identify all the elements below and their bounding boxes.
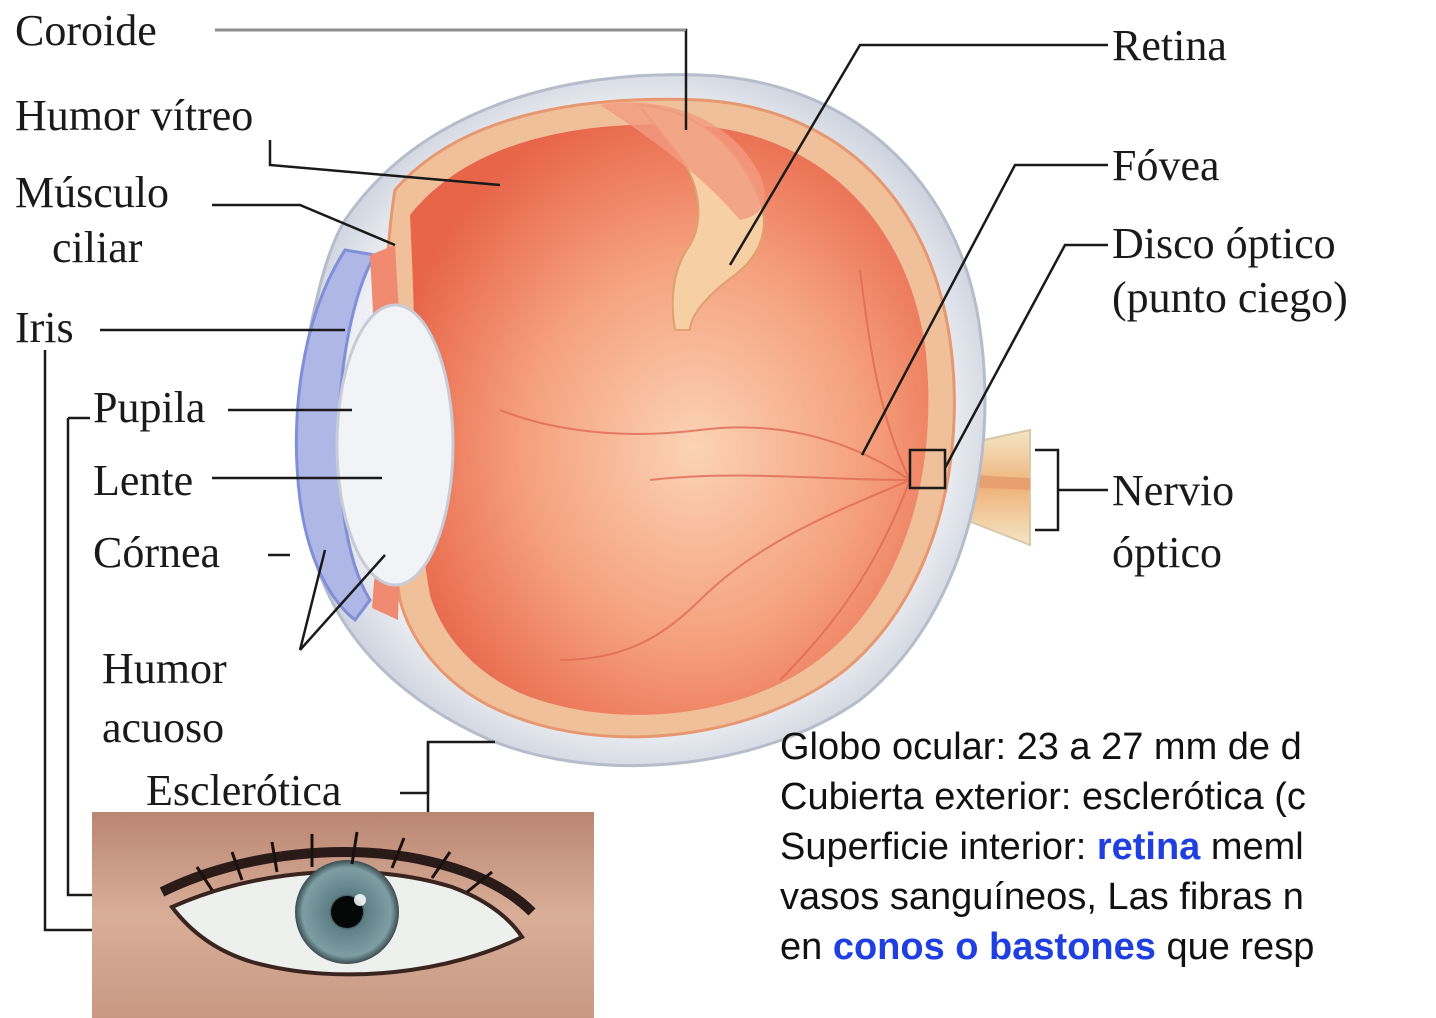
note-line-5-text: en bbox=[780, 926, 833, 968]
label-disco-optico: Disco óptico bbox=[1112, 219, 1336, 268]
eye-notes: Globo ocular: 23 a 27 mm de d Cubierta e… bbox=[780, 722, 1436, 972]
label-acuoso: acuoso bbox=[102, 703, 224, 752]
note-line-3-text: Superficie interior: bbox=[780, 826, 1097, 868]
eye-photo-illustration bbox=[92, 812, 594, 1018]
label-lente: Lente bbox=[93, 456, 193, 505]
label-fovea: Fóvea bbox=[1112, 141, 1220, 190]
label-retina: Retina bbox=[1112, 21, 1227, 70]
note-line-1: Globo ocular: 23 a 27 mm de d bbox=[780, 722, 1436, 772]
note-highlight-conos-bastones: conos o bastones bbox=[833, 926, 1156, 968]
note-line-4: vasos sanguíneos, Las fibras n bbox=[780, 872, 1436, 922]
label-iris: Iris bbox=[15, 303, 74, 352]
note-line-3-tail: meml bbox=[1200, 826, 1303, 868]
note-line-5-tail: que resp bbox=[1156, 926, 1314, 968]
note-line-2: Cubierta exterior: esclerótica (c bbox=[780, 772, 1436, 822]
label-punto-ciego: (punto ciego) bbox=[1112, 273, 1348, 322]
note-line-5: en conos o bastones que resp bbox=[780, 922, 1436, 972]
label-musculo: Músculo bbox=[15, 168, 169, 217]
lens-shape bbox=[337, 305, 453, 585]
label-optico: óptico bbox=[1112, 528, 1222, 577]
label-pupila: Pupila bbox=[93, 383, 205, 432]
label-esclerotica: Esclerótica bbox=[146, 766, 341, 815]
label-ciliar: ciliar bbox=[52, 223, 143, 272]
label-coroide: Coroide bbox=[15, 6, 157, 55]
label-humor-vitreo: Humor vítreo bbox=[15, 91, 253, 140]
eye-photo-inset bbox=[92, 812, 594, 1018]
label-cornea: Córnea bbox=[93, 528, 220, 577]
label-nervio: Nervio bbox=[1112, 466, 1234, 515]
note-line-3: Superficie interior: retina meml bbox=[780, 822, 1436, 872]
label-humor: Humor bbox=[102, 644, 227, 693]
note-highlight-retina: retina bbox=[1097, 826, 1200, 868]
